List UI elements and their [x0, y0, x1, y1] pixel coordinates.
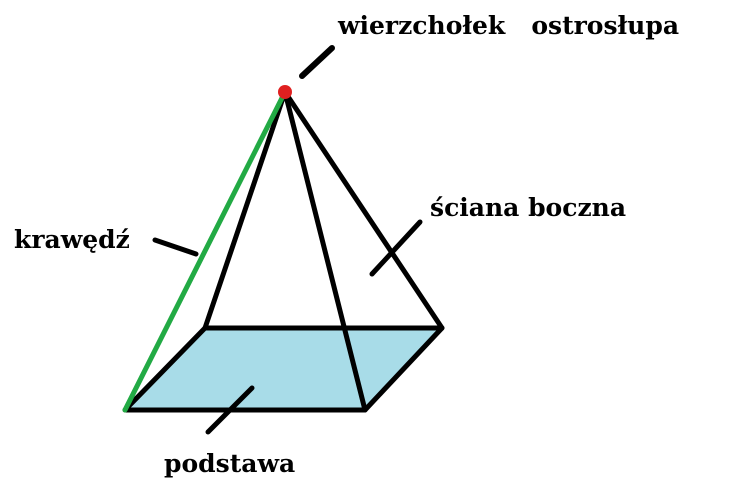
apex-pointer-line — [299, 45, 335, 79]
apex-label: wierzchołek ostrosłupa — [337, 11, 679, 40]
base-pointer-line — [205, 385, 255, 435]
lateral-edge-back-right — [282, 89, 445, 331]
lateral-edge-back-left — [202, 89, 288, 331]
highlighted-edge — [122, 89, 288, 413]
lateral-face-pointer-line — [369, 219, 423, 277]
edge-pointer-line — [152, 237, 199, 257]
lateral-face-label: ściana boczna — [430, 193, 626, 222]
edge-label: krawędź — [14, 225, 130, 254]
lateral-edge-front-right — [282, 89, 368, 413]
pyramid-base — [122, 325, 445, 413]
base-label: podstawa — [164, 449, 295, 478]
apex-point — [278, 85, 292, 99]
